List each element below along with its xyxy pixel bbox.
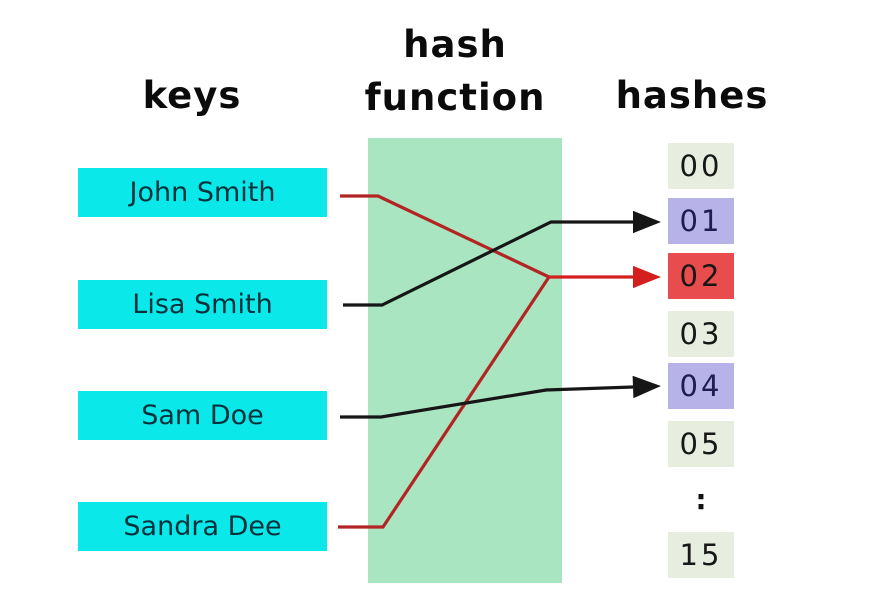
hash-slot-01: 01: [668, 198, 734, 244]
hash-function-column-header: hash function: [345, 18, 565, 124]
keys-column-header: keys: [142, 74, 242, 117]
hash-slot-00: 00: [668, 143, 734, 189]
hash-slot-02: 02: [668, 253, 734, 299]
hashes-column-header: hashes: [615, 74, 769, 117]
hash-slot-05: 05: [668, 421, 734, 467]
key-box-lisa-smith: Lisa Smith: [78, 280, 327, 329]
hash-function-box: [368, 138, 562, 583]
hash-slot-03: 03: [668, 311, 734, 357]
hash-function-header-line2: function: [364, 76, 546, 119]
key-box-sandra-dee: Sandra Dee: [78, 502, 327, 551]
hash-slot-15: 15: [668, 532, 734, 578]
hash-slot-04: 04: [668, 363, 734, 409]
key-box-sam-doe: Sam Doe: [78, 391, 327, 440]
hash-slots-ellipsis: :: [695, 482, 707, 516]
hash-function-header-line1: hash: [403, 23, 507, 66]
key-box-john-smith: John Smith: [78, 168, 327, 217]
